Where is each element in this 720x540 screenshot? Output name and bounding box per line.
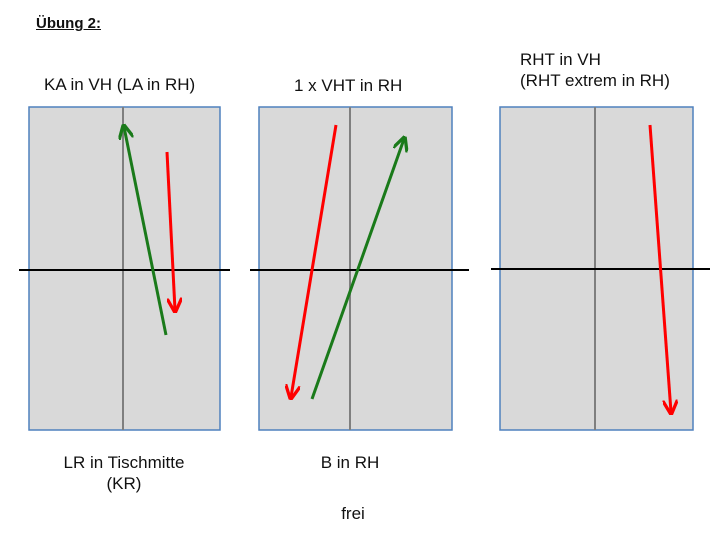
diagram-3-title-line-1: RHT in VH [520, 50, 601, 69]
diagram-2-title: 1 x VHT in RH [294, 76, 403, 95]
diagram-1-title: KA in VH (LA in RH) [44, 75, 196, 94]
table-1-surface [28, 106, 221, 431]
table-2-red-arrow [291, 124, 338, 397]
table-3-red-arrow [648, 124, 671, 412]
table-3 [491, 106, 710, 431]
table-2-green-arrow [310, 139, 404, 400]
table-2-surface [258, 106, 453, 431]
footer-label: frei [341, 504, 365, 523]
diagram-1-caption-line-2: (KR) [106, 474, 142, 493]
diagram-1-caption-line-1: LR in Tischmitte [63, 453, 185, 472]
table-1 [19, 106, 230, 431]
diagram-2-caption: B in RH [320, 453, 380, 472]
table-2 [250, 106, 469, 431]
exercise-heading: Übung 2: [36, 15, 101, 32]
table-1-red-arrow [165, 151, 175, 310]
diagram-3-title-line-2: (RHT extrem in RH) [520, 71, 670, 90]
table-1-green-arrow [124, 127, 168, 336]
